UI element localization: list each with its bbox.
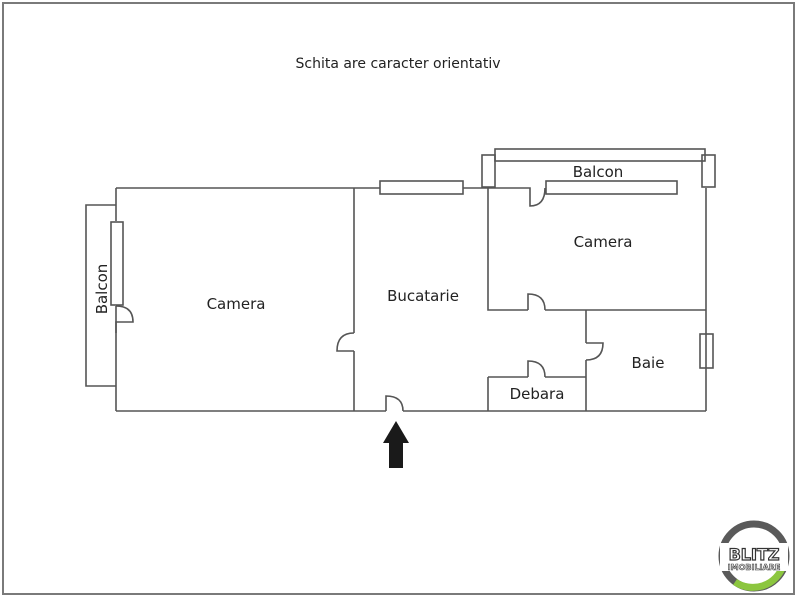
room-label-camera-large: Camera	[207, 295, 266, 313]
logo-text-imobiliare: IMOBILIARE	[728, 563, 781, 572]
wall-debara	[487, 376, 586, 411]
room-label-debara: Debara	[510, 385, 565, 403]
door-debara	[527, 360, 546, 378]
room-label-camera-small: Camera	[574, 233, 633, 251]
balcon-top-rail-outer	[494, 148, 706, 162]
room-label-baie: Baie	[632, 354, 665, 372]
room-label-balcon-top: Balcon	[573, 163, 624, 181]
door-entrance	[385, 395, 404, 412]
balcon-top-post-right	[701, 154, 716, 188]
wall-camera-small	[487, 187, 707, 411]
blitz-logo: BLITZ IMOBILIARE	[718, 520, 790, 592]
door-balcon-top	[527, 187, 546, 207]
logo-band	[720, 543, 788, 571]
room-label-balcon-left: Balcon	[93, 264, 111, 315]
balcon-top-post-left	[481, 154, 496, 188]
door-baie	[585, 342, 604, 361]
wall-bucatarie	[353, 187, 488, 411]
plan-title: Schita are caracter orientativ	[295, 56, 500, 72]
balcon-top-window	[545, 180, 678, 195]
balcon-left-outline	[85, 204, 116, 387]
room-label-bucatarie: Bucatarie	[387, 287, 459, 305]
logo-ring-accent	[733, 564, 787, 591]
door-balcon-left	[115, 305, 134, 333]
entrance-arrow-icon	[383, 421, 409, 468]
kitchen-window	[379, 180, 464, 195]
door-bucatarie-left	[336, 332, 355, 352]
door-camera-small	[527, 293, 546, 311]
logo-text-blitz: BLITZ	[729, 545, 780, 564]
balcon-left-window	[110, 221, 124, 306]
baie-window	[699, 333, 714, 369]
